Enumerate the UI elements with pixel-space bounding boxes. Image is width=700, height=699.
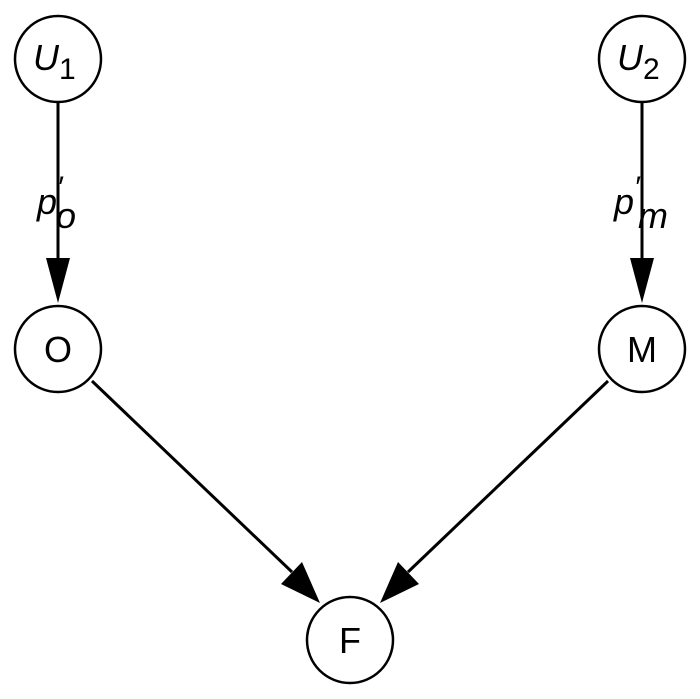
node-u1-subscript: 1 [59,53,76,86]
node-f-label: F [339,620,361,661]
node-u2-letter: U [617,37,644,78]
arrowhead [281,562,320,603]
node-o: O [13,304,103,394]
edge-label-symbol: p [36,181,57,222]
edge-label-prime: ′ [57,171,64,204]
arrowhead [46,258,70,303]
edge-label-symbol: p [613,181,634,222]
node-u1-letter: U [33,37,60,78]
node-u2-subscript: 2 [643,53,660,86]
edge-m-to-f [380,379,610,603]
edge-o-to-f [90,379,320,603]
edge-u1-to-o [46,103,70,303]
edge-label-subscript: m [638,195,668,236]
edge-label-subscript: o [56,195,76,236]
node-m-label: M [627,329,657,370]
edge-u2-to-m [630,103,654,303]
node-o-label: O [44,329,72,370]
arrowhead [380,562,419,603]
edge-label-p-m: p ′ m [613,171,668,236]
node-u2: U 2 [597,14,687,104]
node-u1: U 1 [13,14,103,104]
edge-label-p-o: p ′ o [36,171,76,236]
edge-label-prime: ′ [634,171,641,204]
node-m: M [597,304,687,394]
arrowhead [630,258,654,303]
node-f: F [305,595,395,685]
